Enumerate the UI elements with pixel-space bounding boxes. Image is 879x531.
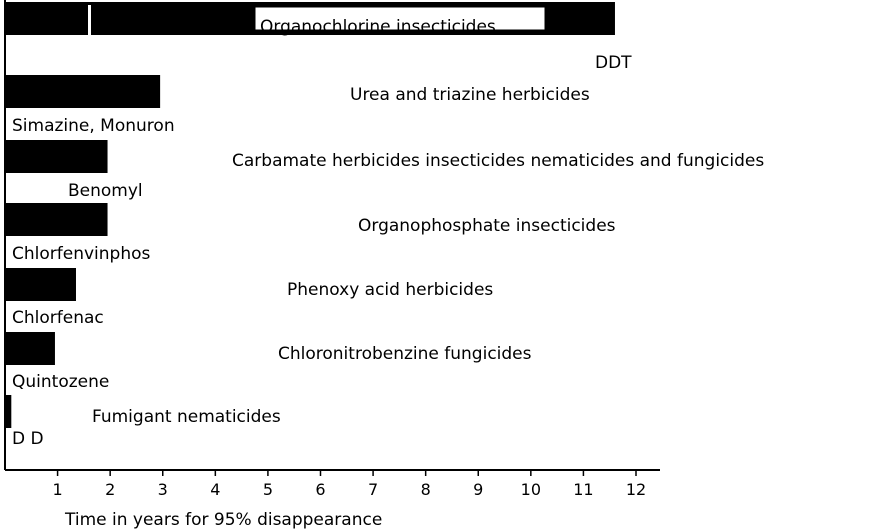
x-tick-label: 3 (158, 480, 168, 499)
x-tick-label: 10 (521, 480, 541, 499)
compound-label: DDT (595, 53, 632, 73)
bar (5, 395, 12, 428)
x-tick-label: 2 (105, 480, 115, 499)
bar-label-box (254, 6, 546, 31)
class-label: Chloronitrobenzine fungicides (278, 344, 532, 364)
class-label: Organochlorine insecticides (260, 17, 496, 37)
class-label: Carbamate herbicides insecticides nemati… (232, 151, 764, 171)
bar-notch (88, 5, 91, 35)
compound-label: Chlorfenvinphos (12, 244, 151, 264)
bar (5, 203, 108, 236)
bar (5, 332, 55, 365)
x-tick-label: 1 (52, 480, 62, 499)
x-tick-label: 12 (626, 480, 646, 499)
x-tick-label: 5 (263, 480, 273, 499)
bar (5, 75, 161, 108)
x-tick-label: 9 (473, 480, 483, 499)
bar (5, 140, 108, 173)
x-tick-label: 7 (368, 480, 378, 499)
bar (5, 268, 76, 301)
x-axis-title: Time in years for 95% disappearance (64, 510, 382, 530)
compound-label: Chlorfenac (12, 308, 104, 328)
compound-label: D D (12, 429, 44, 449)
x-tick-label: 4 (210, 480, 220, 499)
x-tick-label: 11 (573, 480, 593, 499)
x-tick-label: 8 (421, 480, 431, 499)
class-label: Organophosphate insecticides (358, 216, 616, 236)
x-tick-label: 6 (315, 480, 325, 499)
compound-label: Quintozene (12, 372, 109, 392)
compound-label: Benomyl (68, 181, 143, 201)
class-label: Urea and triazine herbicides (350, 85, 590, 105)
class-label: Fumigant nematicides (92, 407, 281, 427)
class-label: Phenoxy acid herbicides (287, 280, 493, 300)
compound-label: Simazine, Monuron (12, 116, 175, 136)
